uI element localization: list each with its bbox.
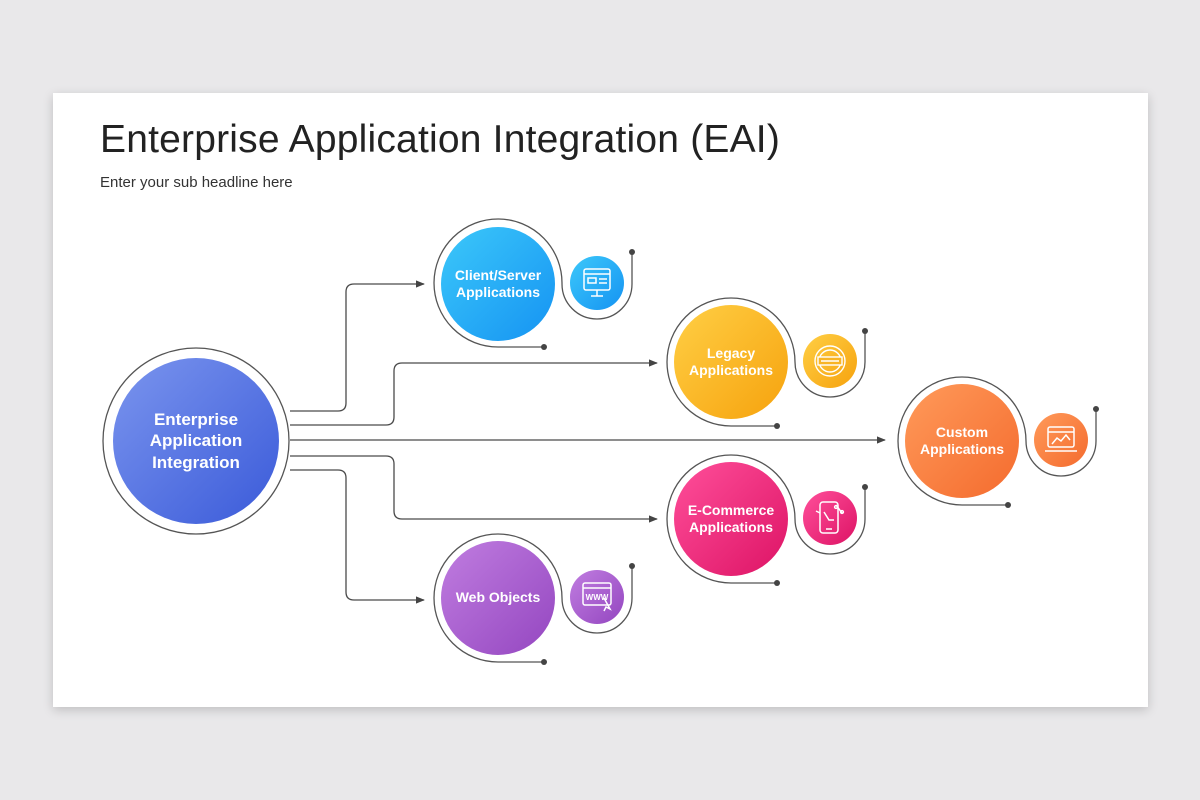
legacy-badge-icon: [814, 345, 846, 377]
web-page-icon: [583, 268, 611, 297]
web-objects-label: Web Objects: [455, 589, 541, 606]
custom-label: Custom Applications: [919, 423, 1004, 458]
page-title: Enterprise Application Integration (EAI): [100, 118, 781, 161]
connector-web-objects: [290, 469, 425, 604]
custom-dashboard-icon: [1045, 426, 1077, 452]
hub-node: [102, 347, 290, 535]
legacy-label: Legacy Applications: [688, 344, 773, 379]
hub-label: Enterprise Application Integration: [149, 410, 243, 472]
www-browser-icon: [582, 582, 612, 612]
connector-legacy: [290, 359, 658, 426]
ecommerce-label: E-Commerce Applications: [687, 501, 775, 536]
www-icon-text: WWW: [586, 593, 609, 602]
client-server-label: Client/Server Applications: [454, 266, 542, 301]
mobile-shopping-icon: [815, 501, 845, 534]
client-server-node: [433, 218, 635, 350]
page-subtitle: Enter your sub headline here: [100, 174, 293, 191]
ecommerce-node: [666, 454, 868, 586]
connector-client-server: [290, 280, 425, 412]
connector-ecommerce: [290, 455, 658, 523]
